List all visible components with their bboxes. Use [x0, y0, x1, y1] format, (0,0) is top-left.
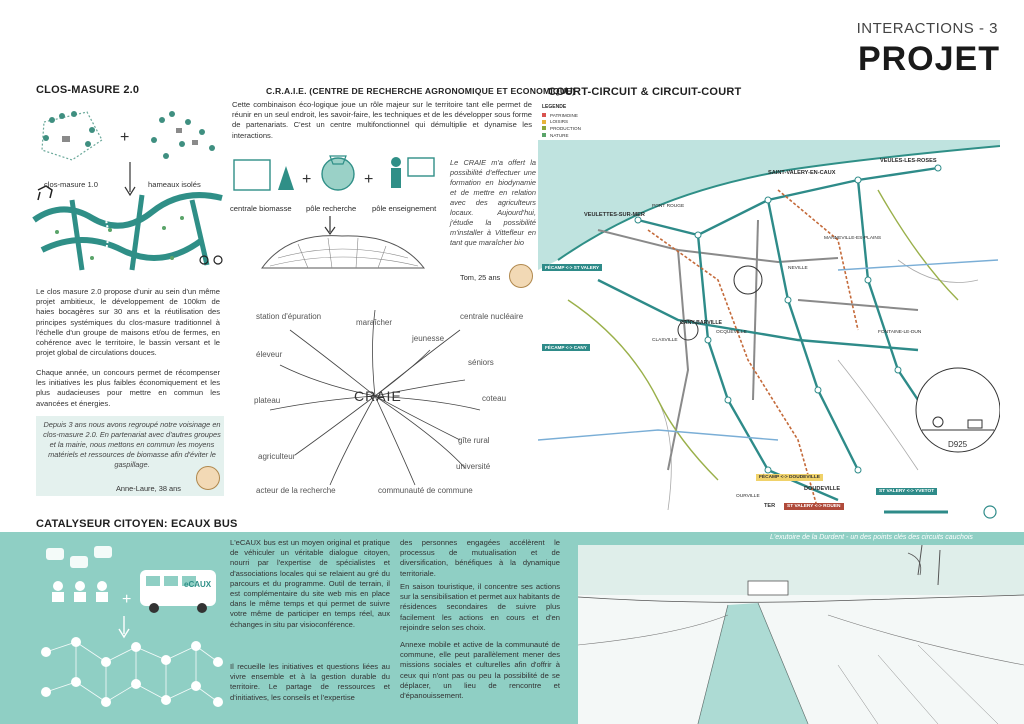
route-tag: ST VALERY <-> ROUEN — [784, 503, 844, 510]
map-place: FONTAINE-LE-DUN — [878, 330, 922, 335]
legend-label: LOISIRS — [550, 119, 569, 125]
clos-masure-quote-author: Anne-Laure, 38 ans — [116, 484, 181, 493]
craie-node-centrale: centrale nucléaire — [460, 312, 524, 321]
craie-icons: + + — [233, 155, 435, 191]
legend-item: PRODUCTION — [542, 125, 612, 132]
svg-text:+: + — [364, 171, 373, 188]
legend-label: NATURE — [550, 132, 569, 138]
craie-network — [269, 309, 481, 486]
ecaux-illustration: + — [41, 546, 223, 707]
craie-node-agriculteur: agriculteur — [258, 452, 296, 461]
avatar-tom — [509, 264, 533, 288]
craie-dome — [261, 216, 426, 269]
legend-swatch — [542, 133, 546, 138]
ecaux-col1-p2: Il recueille les initiatives et question… — [230, 662, 390, 702]
map-place: CLASVILLE — [652, 338, 678, 343]
legend-item: LOISIRS — [542, 119, 612, 126]
craie-node-jeunesse: jeunesse — [412, 334, 445, 343]
avatar-anne-laure — [196, 466, 220, 490]
clos-masure-label-1: clos-masure 1.0 — [44, 180, 99, 189]
clos-masure-heading: CLOS-MASURE 2.0 — [36, 84, 140, 96]
map-place: PONT ROUGE — [652, 204, 685, 209]
ecaux-col2-p1: des personnes engagées accélèrent le pro… — [400, 538, 560, 578]
map-place: VEULES-LES-ROSES — [880, 158, 937, 164]
craie-node-communaute: communauté de commune — [378, 486, 473, 495]
map-place: MANNEVILLE-ES-PLAINS — [824, 236, 882, 241]
legend-swatch — [542, 126, 546, 131]
clos-masure-label-2: hameaux isolés — [148, 180, 201, 189]
legend-title: LEGENDE — [542, 104, 567, 110]
clos-masure-quote: Depuis 3 ans nous avons regroupé notre v… — [43, 420, 221, 469]
craie-node-station: station d'épuration — [256, 312, 322, 321]
circuit-map — [538, 140, 1000, 519]
bus-label: eCAUX — [184, 580, 212, 589]
craie-node-gite: gîte rural — [458, 436, 490, 445]
route-tag: FÉCAMP <-> CANY — [542, 344, 590, 351]
legend-label: PRODUCTION — [550, 125, 581, 131]
svg-text:+: + — [302, 171, 311, 188]
map-place: OURVILLE — [736, 494, 760, 499]
craie-node-coteau: coteau — [482, 394, 507, 403]
map-place: VEULETTES-SUR-MER — [584, 212, 645, 218]
landscape-drawing — [578, 545, 1024, 724]
craie-node-seniors: séniors — [468, 358, 494, 367]
court-circuit-heading: COURT-CIRCUIT & CIRCUIT-COURT — [548, 86, 742, 98]
craie-node-plateau: plateau — [254, 396, 281, 405]
ecaux-col2-p2: En saison touristique, il concentre ses … — [400, 582, 560, 632]
legend-swatch — [542, 119, 546, 124]
map-place: OCQUEVILLE — [716, 330, 747, 335]
page-title: PROJET — [857, 40, 1000, 78]
ecaux-heading: CATALYSEUR CITOYEN: eCAUX BUS — [36, 518, 238, 530]
craie-node-acteur: acteur de la recherche — [256, 486, 336, 495]
icon-label-recherche: pôle recherche — [306, 204, 357, 213]
route-tag: FÉCAMP <-> DOUDEVILLE — [756, 474, 823, 481]
clos-masure-diagram: + — [32, 111, 223, 271]
svg-text:+: + — [120, 129, 129, 146]
clos-masure-quote-box: Depuis 3 ans nous avons regroupé notre v… — [36, 416, 224, 496]
legend-item: PATRIMOINE — [542, 112, 612, 119]
craie-node-maraicher: maraîcher — [356, 318, 393, 327]
craie-quote-author: Tom, 25 ans — [460, 273, 501, 282]
ter-label: TER — [764, 503, 776, 509]
map-place: CANY-BARVILLE — [680, 320, 722, 326]
ecaux-col2-p3: Annexe mobile et active de la communauté… — [400, 640, 560, 701]
route-tag: ST VALERY <-> YVETOT — [876, 488, 938, 495]
icon-label-enseignement: pôle enseignement — [372, 204, 437, 213]
craie-heading: C.R.A.I.E. (CENTRE DE RECHERCHE AGRONOMI… — [266, 86, 576, 96]
series-label: INTERACTIONS - 3 — [856, 20, 998, 37]
route-tag: FÉCAMP <-> ST VALERY — [542, 264, 603, 271]
landscape-caption: L'exutoire de la Durdent - un des points… — [770, 534, 973, 541]
legend-item: NATURE — [542, 132, 612, 139]
legend-swatch — [542, 113, 546, 118]
svg-text:+: + — [122, 591, 131, 608]
clos-masure-body: Le clos masure 2.0 propose d'unir au sei… — [36, 287, 220, 358]
clos-masure-body-2: Chaque année, un concours permet de réco… — [36, 368, 220, 408]
craie-intro: Cette combinaison éco-logique joue un rô… — [232, 100, 532, 140]
map-place: SAINT-VALERY-EN-CAUX — [768, 170, 836, 176]
craie-quote: Le CRAIE m'a offert la possibilité d'eff… — [450, 158, 536, 247]
ecaux-col1-p1: L'eCAUX bus est un moyen original et pra… — [230, 538, 390, 629]
craie-center: CRAIE — [354, 388, 402, 404]
legend-label: PATRIMOINE — [550, 112, 578, 118]
craie-node-universite: université — [456, 462, 491, 471]
landscape-sketch — [578, 545, 1024, 724]
craie-node-eleveur: éleveur — [256, 350, 283, 359]
map-place: DOUDEVILLE — [804, 486, 841, 492]
map-place: NEVILLE — [788, 266, 808, 271]
road-label: D925 — [948, 440, 968, 449]
icon-label-biomasse: centrale biomasse — [230, 204, 292, 213]
